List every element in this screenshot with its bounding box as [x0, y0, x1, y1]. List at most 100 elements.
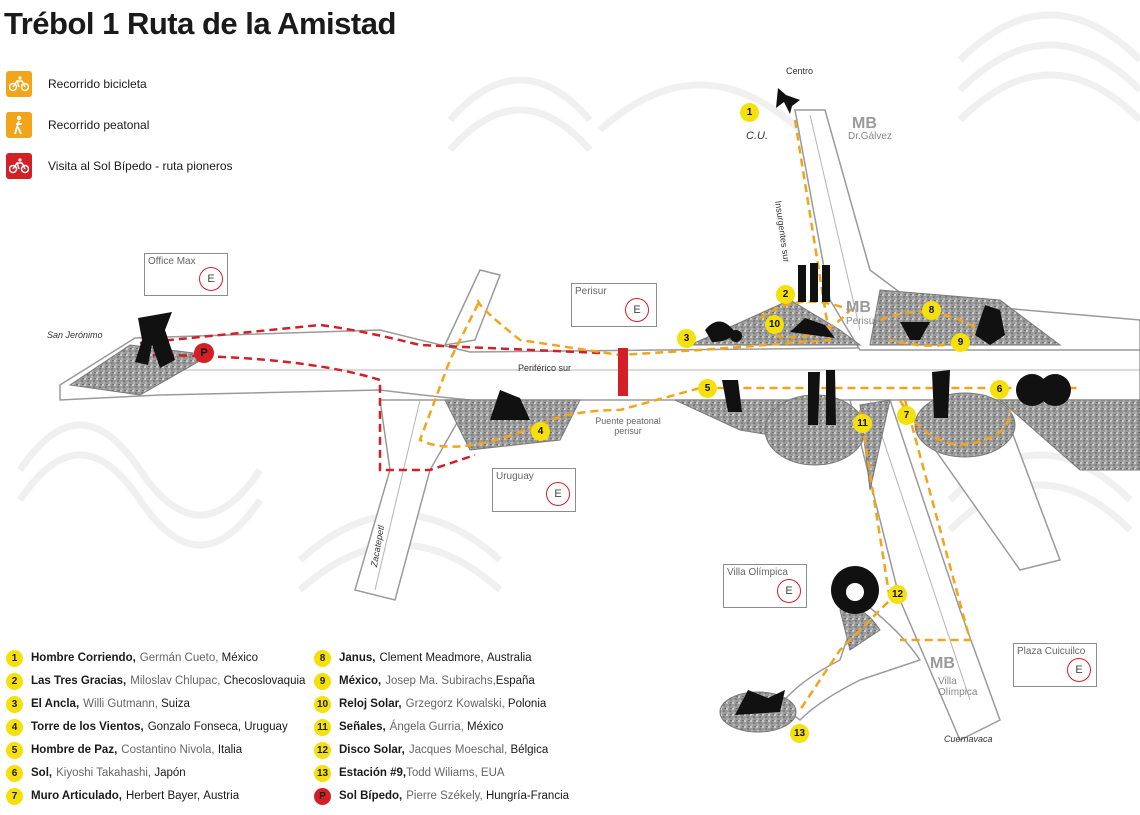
- sculpture-author: Clement Meadmore,: [379, 652, 484, 664]
- station-number: 3: [6, 696, 23, 713]
- sculpture-name: Sol,: [31, 767, 53, 779]
- station-marker-9[interactable]: 9: [951, 333, 970, 352]
- sculpture-author: Herbert Bayer,: [125, 790, 201, 802]
- sculpture-country: México: [467, 721, 504, 733]
- place-plaza-cuicuilco: Plaza Cuicuilco E: [1013, 643, 1097, 687]
- station-number: 8: [314, 650, 331, 667]
- station-number: 5: [6, 742, 23, 759]
- reloj-solar-sculpture: [790, 318, 835, 338]
- sculpture-name: Señales,: [339, 721, 386, 733]
- pioneer-marker-p[interactable]: P: [194, 343, 214, 363]
- sculpture-name: Hombre de Paz,: [31, 744, 118, 756]
- sculpture-country: Uruguay: [244, 721, 288, 733]
- place-label: Perisur: [575, 286, 607, 297]
- sculpture-author: Costantino Nivola,: [121, 744, 215, 756]
- el-ancla-sculpture: [705, 321, 735, 342]
- sculpture-author: Jacques Moeschal,: [408, 744, 508, 756]
- label-dr-galvez: Dr.Gálvez: [848, 131, 892, 142]
- station-number: 6: [6, 765, 23, 782]
- place-villa-olimpica: Villa Olímpica E: [723, 564, 807, 608]
- svg-text:MB: MB: [852, 115, 877, 132]
- station-number: 9: [314, 673, 331, 690]
- school-badge: E: [199, 267, 223, 291]
- sculpture-name: El Ancla,: [31, 698, 80, 710]
- station-marker-3[interactable]: 3: [677, 329, 696, 348]
- label-periferico: Periférico sur: [518, 363, 572, 373]
- sculpture-name: Reloj Solar,: [339, 698, 402, 710]
- label-perisur-mb: Perisur: [846, 316, 878, 327]
- background-watermark: [17, 11, 1140, 593]
- metrobus-logos: MB MB MB: [846, 115, 955, 672]
- station-marker-10[interactable]: 10: [765, 315, 784, 334]
- sculpture-name: Torre de los Vientos,: [31, 721, 144, 733]
- place-label: Office Max: [148, 256, 196, 267]
- school-badge: E: [1067, 658, 1091, 682]
- sculpture-country: Japón: [154, 767, 186, 779]
- label-puente: Puente peatonal perisur: [595, 416, 661, 436]
- sculpture-author: Willi Gutmann,: [83, 698, 158, 710]
- place-office-max: Office Max E: [144, 253, 228, 296]
- station-marker-6[interactable]: 6: [990, 380, 1009, 399]
- station-marker-12[interactable]: 12: [888, 585, 907, 604]
- hombre-paz-sculpture: [722, 380, 742, 412]
- station-marker-13[interactable]: 13: [790, 724, 809, 743]
- muro-articulado-sculpture: [932, 370, 950, 418]
- sculpture-country: EUA: [480, 767, 505, 779]
- place-label: Villa Olímpica: [727, 567, 788, 578]
- legend-label: Visita al Sol Bípedo - ruta pioneros: [48, 159, 233, 173]
- sculpture-country: Australia: [486, 652, 532, 664]
- page-title: Trébol 1 Ruta de la Amistad: [4, 6, 396, 41]
- red-route: [139, 323, 601, 472]
- station-number: 1: [6, 650, 23, 667]
- sculpture-author: Germán Cueto,: [139, 652, 219, 664]
- sol-sculpture: [1016, 374, 1048, 406]
- station-number: 7: [6, 788, 23, 805]
- station-marker-4[interactable]: 4: [531, 422, 550, 441]
- station-number: 10: [314, 696, 331, 713]
- torre-vientos-sculpture: [490, 390, 530, 420]
- station-marker-8[interactable]: 8: [922, 301, 941, 320]
- sculpture-name: Muro Articulado,: [31, 790, 122, 802]
- tres-gracias-sculpture: [798, 263, 830, 302]
- station-marker-7[interactable]: 7: [897, 406, 916, 425]
- place-label: Uruguay: [496, 471, 534, 482]
- legend-item-pedestrian: Recorrido peatonal: [6, 111, 149, 139]
- station-number: P: [314, 788, 331, 805]
- sculpture-name: Hombre Corriendo,: [31, 652, 136, 664]
- station-marker-5[interactable]: 5: [698, 379, 717, 398]
- janus-sculpture: [900, 322, 930, 340]
- place-label: Plaza Cuicuilco: [1017, 646, 1086, 657]
- station-marker-2[interactable]: 2: [776, 285, 795, 304]
- station-list-col1: 1 Hombre Corriendo,Germán Cueto, México 2…: [6, 647, 305, 808]
- sculpture-country: México: [221, 652, 259, 664]
- station-number: 13: [314, 765, 331, 782]
- legend-item-pioneer-route: Visita al Sol Bípedo - ruta pioneros: [6, 152, 233, 180]
- sculpture-author: Gonzalo Fonseca,: [147, 721, 242, 733]
- label-centro: Centro: [786, 66, 814, 76]
- sculpture-name: Sol Bípedo,: [339, 790, 403, 802]
- station-marker-11[interactable]: 11: [853, 414, 872, 433]
- sculpture-author: Todd Wiliams,: [406, 767, 478, 779]
- school-badge: E: [777, 579, 801, 603]
- label-villa-olimpica-mb: Villa Olímpica: [938, 676, 978, 698]
- orange-route: [418, 119, 1080, 711]
- svg-text:MB: MB: [846, 299, 871, 316]
- list-item: 1 Hombre Corriendo,Germán Cueto, México: [6, 647, 305, 670]
- station-marker-1[interactable]: 1: [740, 103, 759, 122]
- senales-sculpture: [808, 370, 836, 425]
- sculpture-country: Polonia: [507, 698, 547, 710]
